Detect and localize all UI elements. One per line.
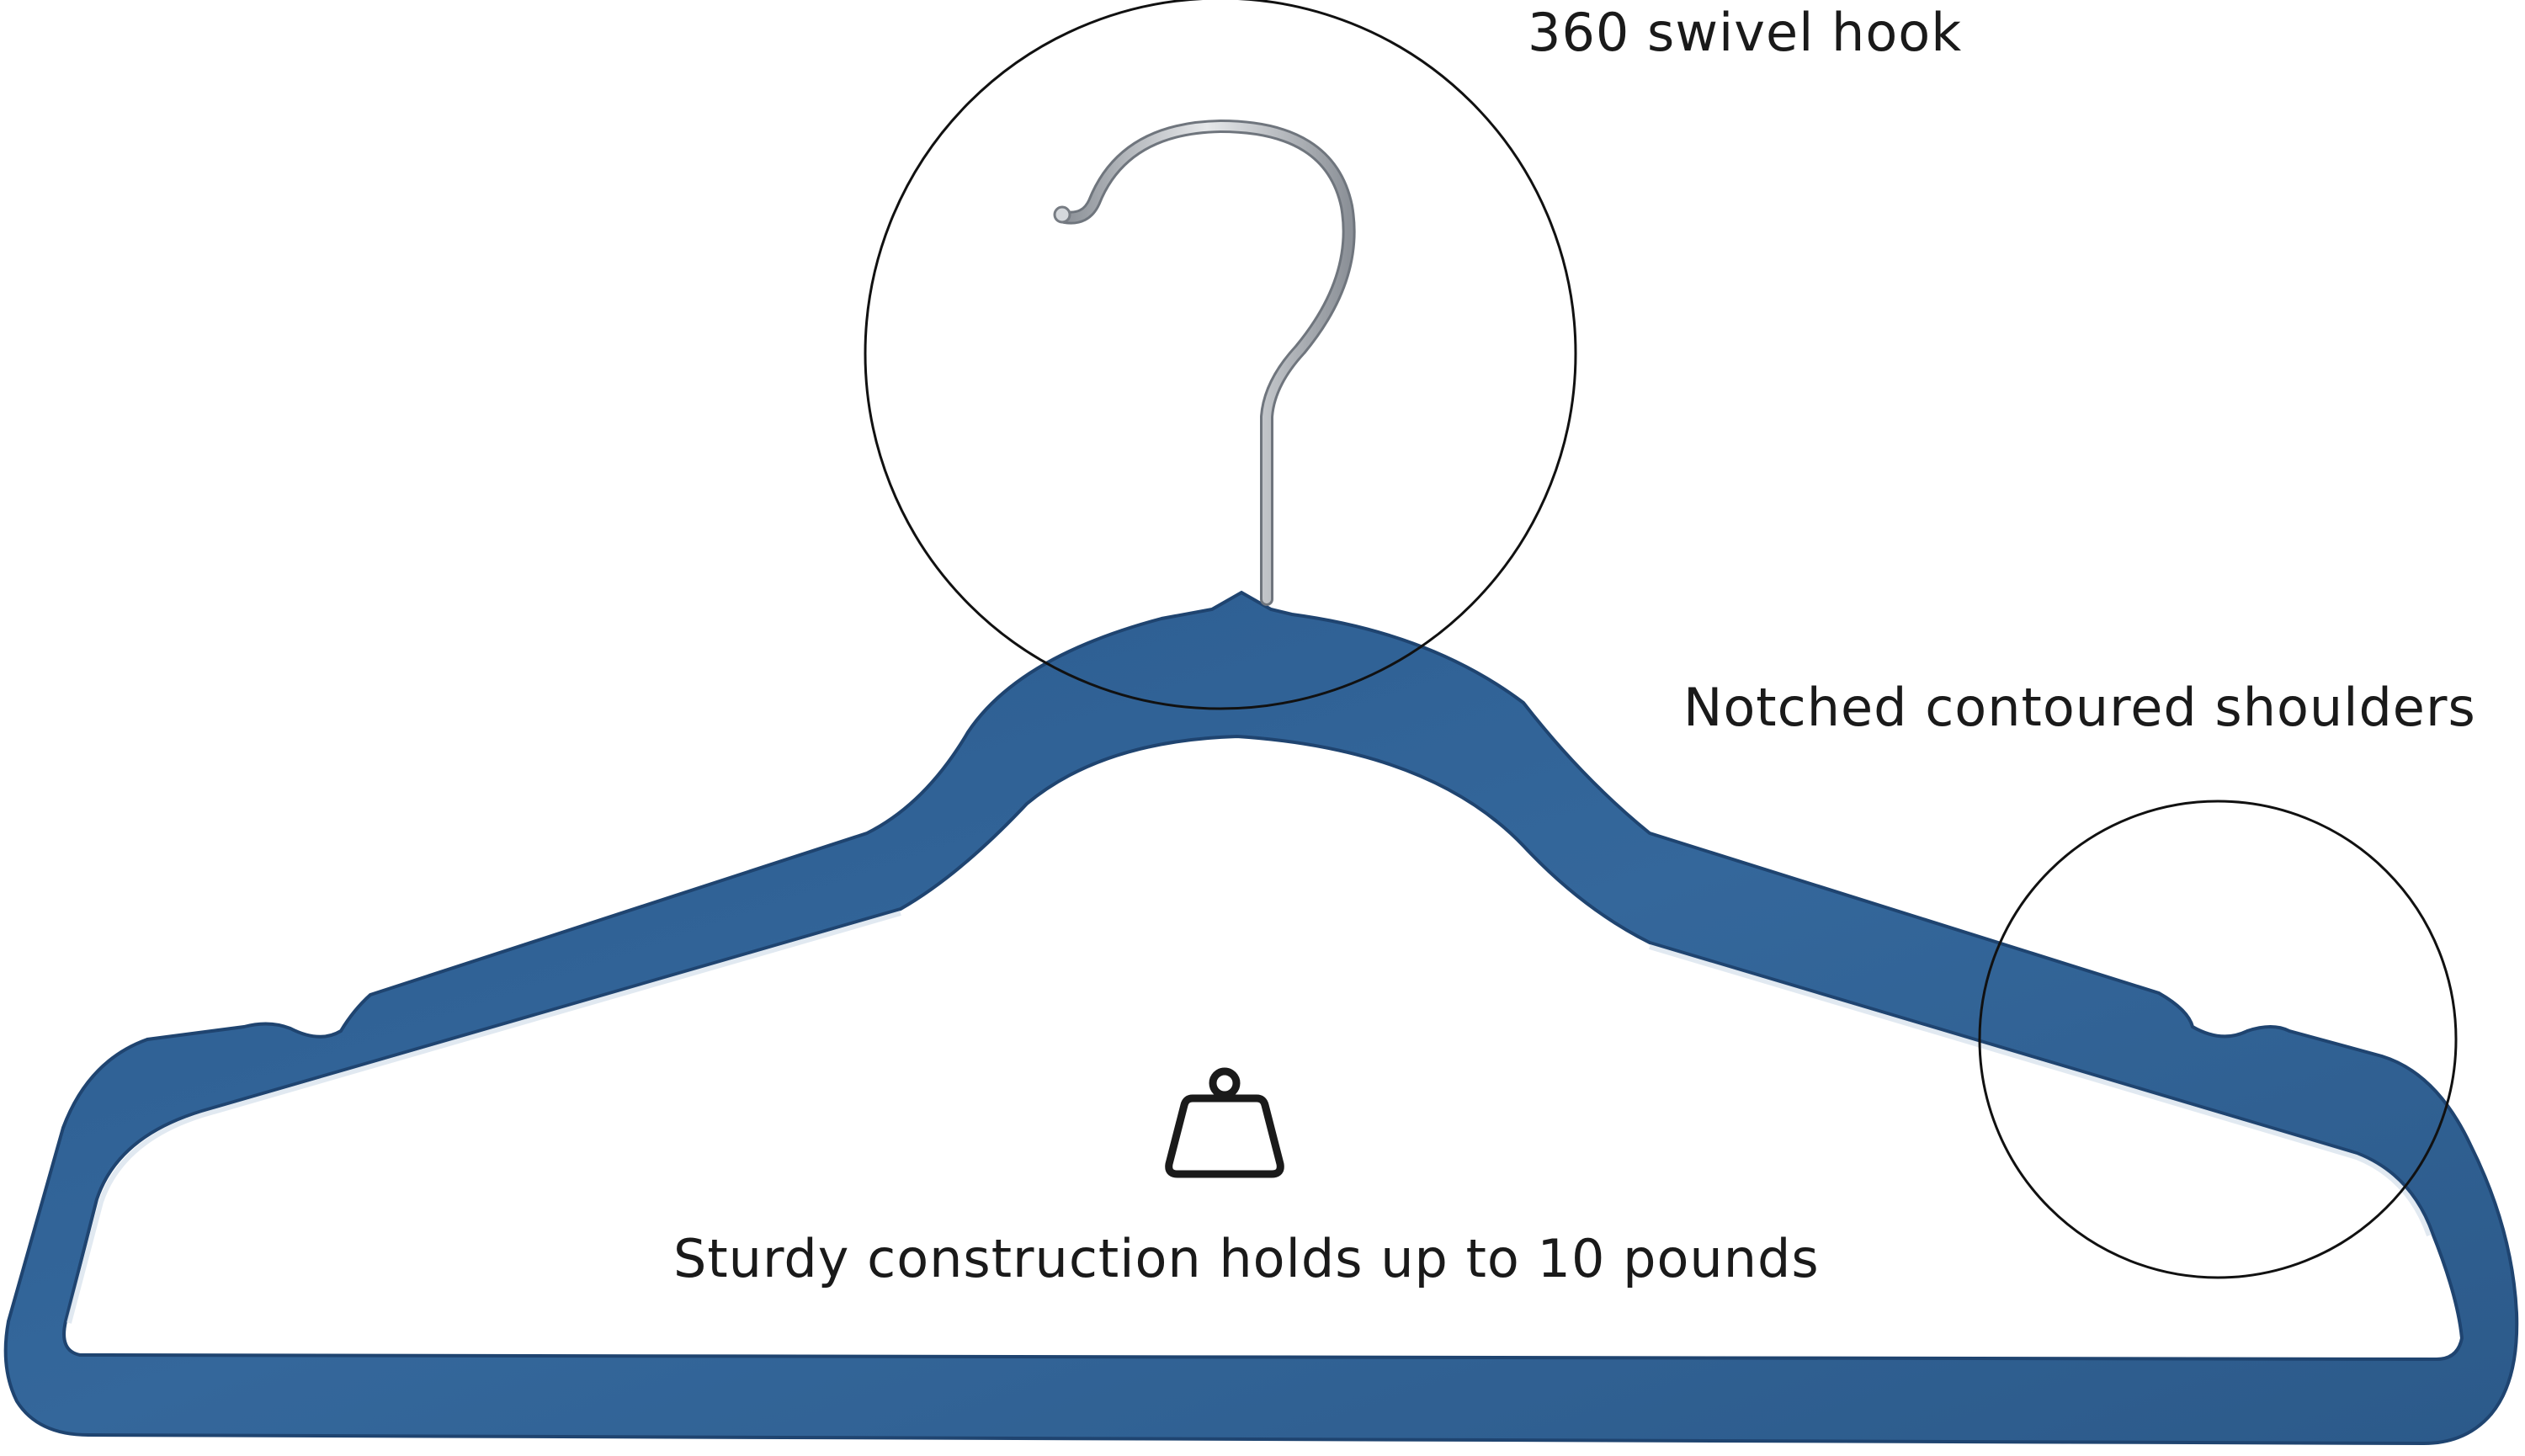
hanger-inner-highlight	[66, 911, 901, 1324]
capacity-feature-label: Sturdy construction holds up to 10 pound…	[673, 1228, 1820, 1289]
hanger-inner-highlight-right	[1649, 944, 2432, 1236]
hook-callout-circle	[864, 0, 1577, 710]
shoulders-feature-label: Notched contoured shoulders	[1683, 677, 2476, 738]
weight-icon	[1165, 1067, 1284, 1178]
hook-feature-label: 360 swivel hook	[1528, 2, 1963, 63]
hook-wire	[1060, 121, 1353, 603]
hook-wire-shadow	[1058, 119, 1356, 606]
hook-tip	[1053, 205, 1071, 224]
hanger-body	[3, 590, 2519, 1446]
shoulder-callout-circle	[1978, 800, 2458, 1279]
